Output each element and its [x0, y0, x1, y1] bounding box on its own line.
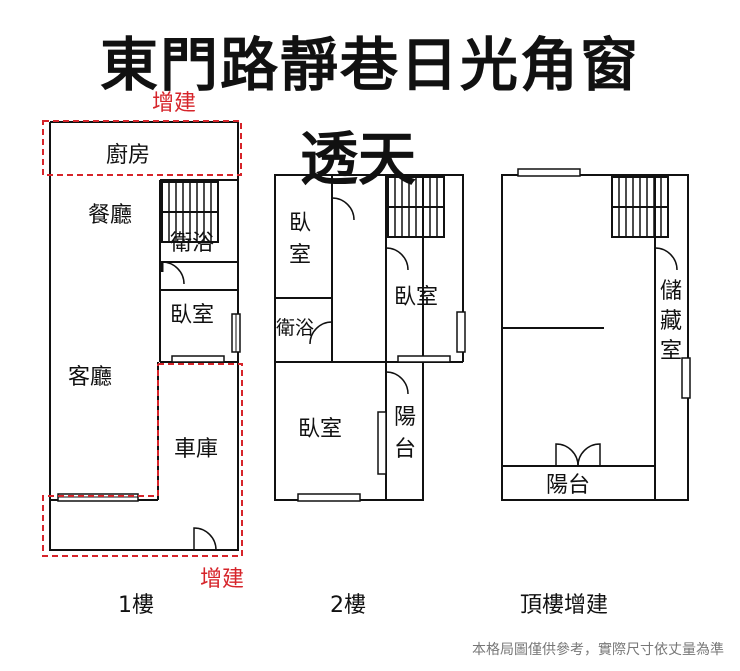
floor-3-plan [501, 168, 691, 501]
room-bedroom: 臥室 [170, 303, 214, 328]
stair-icon [387, 176, 445, 208]
room-bedroom-a: 室 [289, 243, 311, 268]
room-bedroom-c: 臥室 [298, 417, 342, 442]
window-icon [397, 355, 451, 363]
room-bedroom-a: 臥 [289, 211, 311, 236]
window-icon [517, 168, 581, 177]
window-icon [456, 311, 466, 353]
page-subtitle: 透天 [300, 125, 417, 193]
room-balcony: 陽 [394, 405, 416, 430]
room-bedroom-b: 臥室 [394, 285, 438, 310]
room-storage: 室 [660, 339, 682, 364]
door-icon [577, 443, 601, 467]
stair-icon [611, 176, 669, 208]
floor-caption: 2樓 [330, 593, 366, 618]
door-icon [309, 321, 333, 345]
extension-label: 增建 [152, 91, 196, 116]
window-icon [171, 355, 225, 363]
stair-icon [161, 181, 219, 213]
window-icon [377, 411, 387, 475]
room-garage: 車庫 [174, 437, 218, 462]
floor-caption: 1樓 [118, 593, 154, 618]
door-icon [555, 443, 579, 467]
room-living: 客廳 [68, 365, 112, 390]
stair-icon [387, 206, 445, 238]
disclaimer: 本格局圖僅供參考，實際尺寸依丈量為準 [472, 642, 724, 658]
extension-outline [42, 363, 243, 557]
door-icon [385, 247, 409, 271]
room-dining: 餐廳 [88, 203, 132, 228]
room-balcony: 陽台 [546, 473, 590, 498]
room-bath: 衛浴 [276, 317, 314, 339]
door-icon [385, 371, 409, 395]
floor-caption: 頂樓增建 [520, 593, 608, 618]
door-icon [193, 527, 217, 551]
room-bath: 衛浴 [170, 231, 214, 256]
room-kitchen: 廚房 [106, 143, 150, 168]
room-storage: 儲 [660, 279, 682, 304]
room-storage: 藏 [660, 309, 682, 334]
window-icon [681, 357, 691, 399]
floor-1-plan [42, 120, 243, 557]
page-title: 東門路靜巷日光角窗 [99, 31, 640, 99]
extension-outline [42, 120, 242, 176]
extension-label: 增建 [200, 567, 244, 592]
floor-2-plan [274, 174, 466, 502]
room-balcony: 台 [394, 437, 416, 462]
door-icon [331, 197, 355, 221]
window-icon [297, 493, 361, 502]
stair-icon [611, 206, 669, 238]
door-icon [161, 261, 185, 285]
door-icon [654, 247, 678, 271]
